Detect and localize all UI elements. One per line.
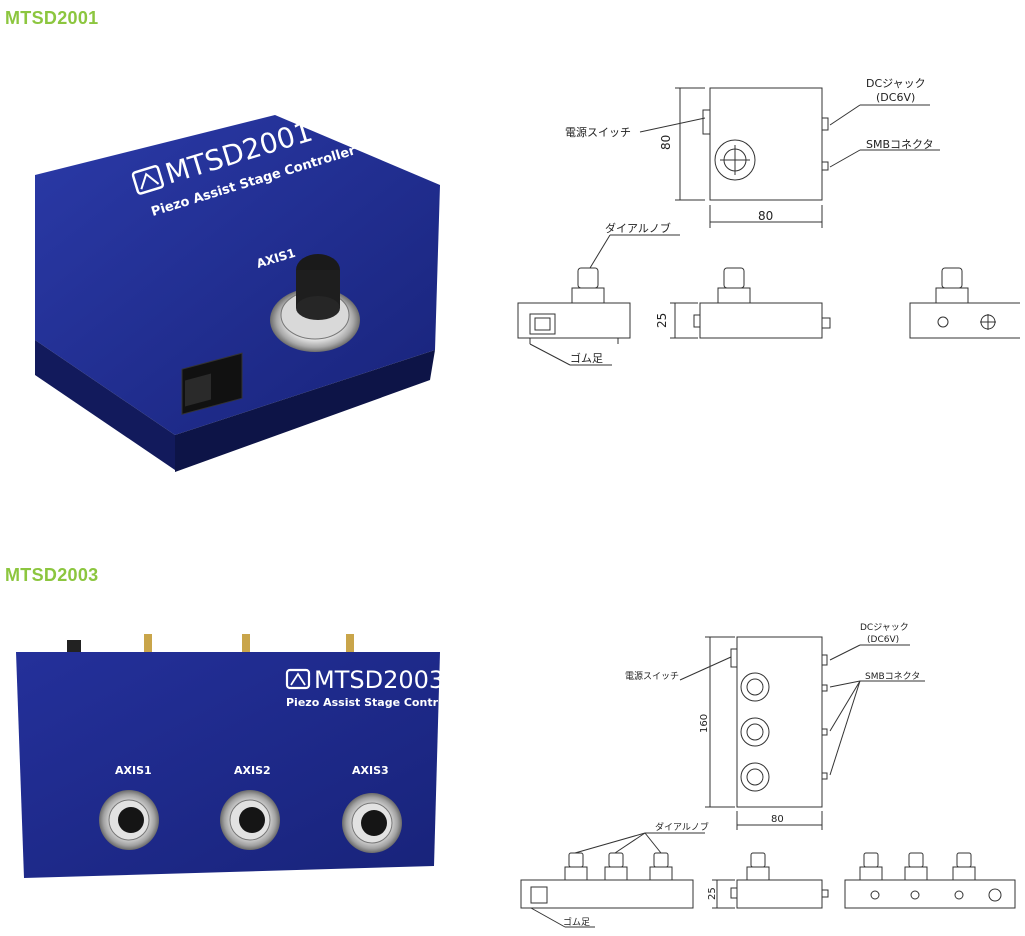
dial-3: AXIS3 — [342, 764, 402, 853]
dim-width: 80 — [771, 814, 784, 825]
dial-2: AXIS2 — [220, 764, 280, 850]
smb-connector-photo-1 — [144, 634, 152, 654]
dc-voltage-label: (DC6V) — [876, 91, 915, 104]
dial-knob-label: ダイアルノブ — [605, 221, 671, 235]
dim-depth: 25 — [707, 887, 718, 900]
mtsd2003-photo: MTSD2003 Piezo Assist Stage Controller A… — [16, 634, 467, 878]
dc-jack-photo — [67, 640, 81, 654]
top-view-outline — [709, 87, 823, 201]
side-view-outline — [736, 879, 823, 909]
photo-brand-text: MTSD2003 — [314, 666, 444, 694]
power-switch-label: 電源スイッチ — [625, 671, 679, 682]
case-top — [35, 115, 440, 435]
smb-connector-photo-3 — [346, 634, 354, 654]
smb-connector-label: SMBコネクタ — [865, 671, 920, 682]
smb-connector-photo-2 — [242, 634, 250, 654]
section-title-mtsd2003: MTSD2003 — [5, 565, 99, 585]
dim-height: 80 — [659, 135, 673, 150]
dial-knob — [118, 807, 144, 833]
dc-jack-label: DCジャック — [866, 77, 926, 90]
brand-logo-icon — [285, 668, 311, 690]
dim-width: 80 — [758, 209, 773, 223]
mtsd2003-drawing: DCジャック (DC6V) 電源スイッチ SMBコネクタ 160 80 ダイアル… — [520, 622, 1016, 928]
rubber-feet-label: ゴム足 — [570, 351, 603, 365]
rubber-feet-label: ゴム足 — [563, 916, 590, 928]
axis2-label: AXIS2 — [234, 764, 271, 777]
case-front — [35, 340, 175, 470]
back-view-outline — [909, 302, 1020, 339]
dim-height: 160 — [699, 714, 710, 733]
dim-depth: 25 — [655, 313, 669, 328]
back-view-outline — [844, 879, 1016, 909]
dial-1: AXIS1 — [99, 764, 159, 850]
mtsd2001-photo: MTSD2001 Piezo Assist Stage Controller A… — [35, 115, 440, 472]
top-view-outline — [736, 636, 823, 808]
axis3-label: AXIS3 — [352, 764, 389, 777]
dc-voltage-label: (DC6V) — [867, 635, 899, 645]
side-view-outline — [699, 302, 823, 339]
section-title-mtsd2001: MTSD2001 — [5, 8, 99, 28]
smb-connector-label: SMBコネクタ — [866, 138, 934, 151]
mtsd2001-drawing: DCジャック (DC6V) 電源スイッチ SMBコネクタ 80 80 ダイアルノ… — [517, 77, 1020, 366]
dial-knob — [361, 810, 387, 836]
dial-knob — [239, 807, 265, 833]
case-side — [175, 350, 435, 472]
power-switch-label: 電源スイッチ — [565, 125, 631, 139]
photo-subtitle: Piezo Assist Stage Controller — [286, 696, 467, 709]
axis1-label: AXIS1 — [115, 764, 152, 777]
dc-jack-label: DCジャック — [860, 622, 909, 633]
brand-logo-icon — [131, 165, 165, 195]
dial-knob-label: ダイアルノブ — [655, 821, 709, 833]
